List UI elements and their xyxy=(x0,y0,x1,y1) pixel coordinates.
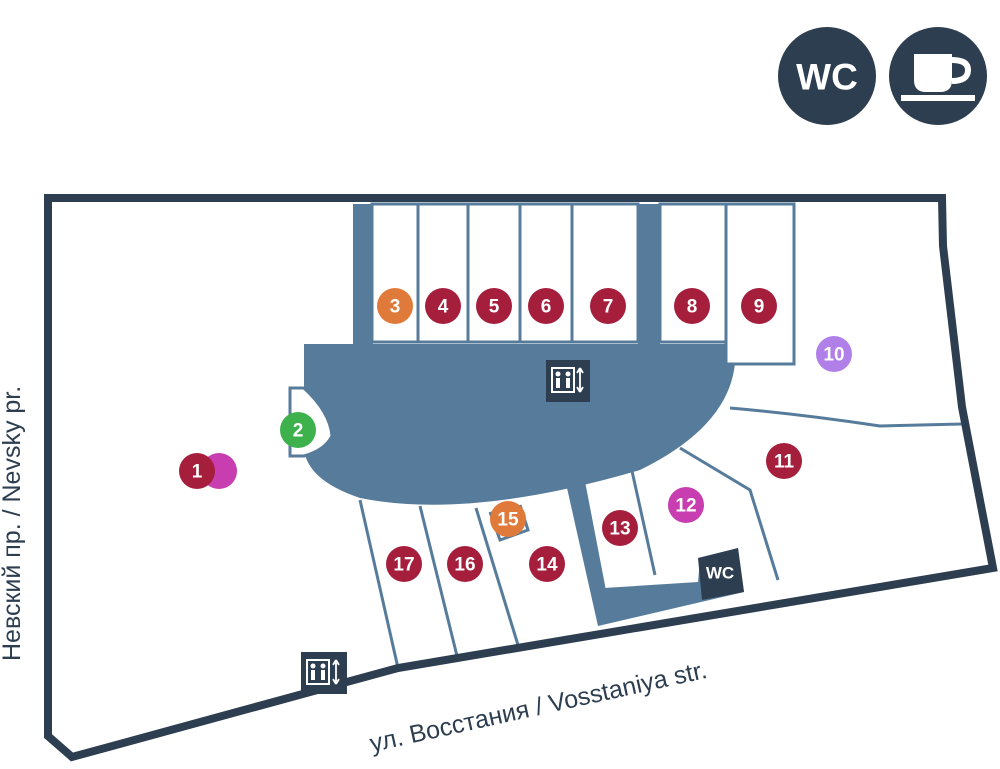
svg-text:2: 2 xyxy=(293,421,304,442)
outer-wall xyxy=(44,194,998,762)
elevator-entrance[interactable] xyxy=(301,652,347,694)
coffee-cup-icon xyxy=(901,54,975,101)
svg-text:10: 10 xyxy=(823,345,844,366)
svg-text:17: 17 xyxy=(393,555,414,576)
unit-2-pin[interactable]: 2 xyxy=(280,412,316,448)
unit-6-pin[interactable]: 6 xyxy=(528,288,564,324)
legend-cafe[interactable] xyxy=(889,27,987,125)
wc-icon xyxy=(778,27,876,125)
central-hall xyxy=(303,344,736,505)
street-label-nevsky: Невский пр. / Nevsky pr. xyxy=(0,386,26,661)
unit-8-pin[interactable]: 8 xyxy=(674,288,710,324)
elevator-icon xyxy=(306,659,340,685)
map-wc-label: WC xyxy=(706,564,734,583)
svg-text:6: 6 xyxy=(541,297,552,318)
svg-text:5: 5 xyxy=(489,297,500,318)
unit-7-pin[interactable]: 7 xyxy=(590,288,626,324)
svg-text:12: 12 xyxy=(675,496,696,517)
unit-4-pin[interactable]: 4 xyxy=(425,288,461,324)
corridor-top-right xyxy=(638,204,660,346)
svg-text:9: 9 xyxy=(754,297,765,318)
elevator-icon xyxy=(551,367,584,393)
unit-16-pin[interactable]: 16 xyxy=(447,546,483,582)
svg-text:13: 13 xyxy=(609,519,630,540)
svg-text:8: 8 xyxy=(687,297,698,318)
legend-wc-label: WC xyxy=(796,57,858,98)
svg-text:7: 7 xyxy=(603,297,614,318)
wc-icon xyxy=(698,548,744,600)
svg-text:16: 16 xyxy=(454,555,475,576)
svg-text:15: 15 xyxy=(497,510,519,531)
unit-pins: 1 2 3 4 5 6 7 8 xyxy=(179,288,852,582)
svg-text:4: 4 xyxy=(438,297,449,318)
svg-text:1: 1 xyxy=(192,462,203,483)
wc-room[interactable]: WC xyxy=(698,548,744,600)
svg-text:14: 14 xyxy=(536,555,558,576)
unit-3-pin[interactable]: 3 xyxy=(377,288,413,324)
unit-10-pin[interactable]: 10 xyxy=(816,336,852,372)
elevator-central[interactable] xyxy=(546,360,590,402)
unit-5-pin[interactable]: 5 xyxy=(476,288,512,324)
street-label-vosstaniya: ул. Восстания / Vosstaniya str. xyxy=(367,656,709,758)
legend-wc[interactable]: WC xyxy=(778,27,876,125)
unit-15-pin[interactable]: 15 xyxy=(490,501,526,537)
unit-13-pin[interactable]: 13 xyxy=(602,510,638,546)
unit-9-room xyxy=(724,202,796,366)
svg-text:11: 11 xyxy=(774,452,795,473)
unit-17-pin[interactable]: 17 xyxy=(386,546,422,582)
svg-text:3: 3 xyxy=(390,297,401,318)
unit-9-pin[interactable]: 9 xyxy=(741,288,777,324)
unit-14-pin[interactable]: 14 xyxy=(529,546,565,582)
corridor-top-left xyxy=(353,204,373,346)
unit-3-room xyxy=(370,202,420,344)
unit-11-pin[interactable]: 11 xyxy=(766,443,802,479)
building xyxy=(44,194,998,762)
unit-12-pin[interactable]: 12 xyxy=(668,487,704,523)
unit-1-pin[interactable]: 1 xyxy=(179,453,237,489)
corridor-bottom xyxy=(567,482,744,626)
legend: WC xyxy=(778,27,987,125)
